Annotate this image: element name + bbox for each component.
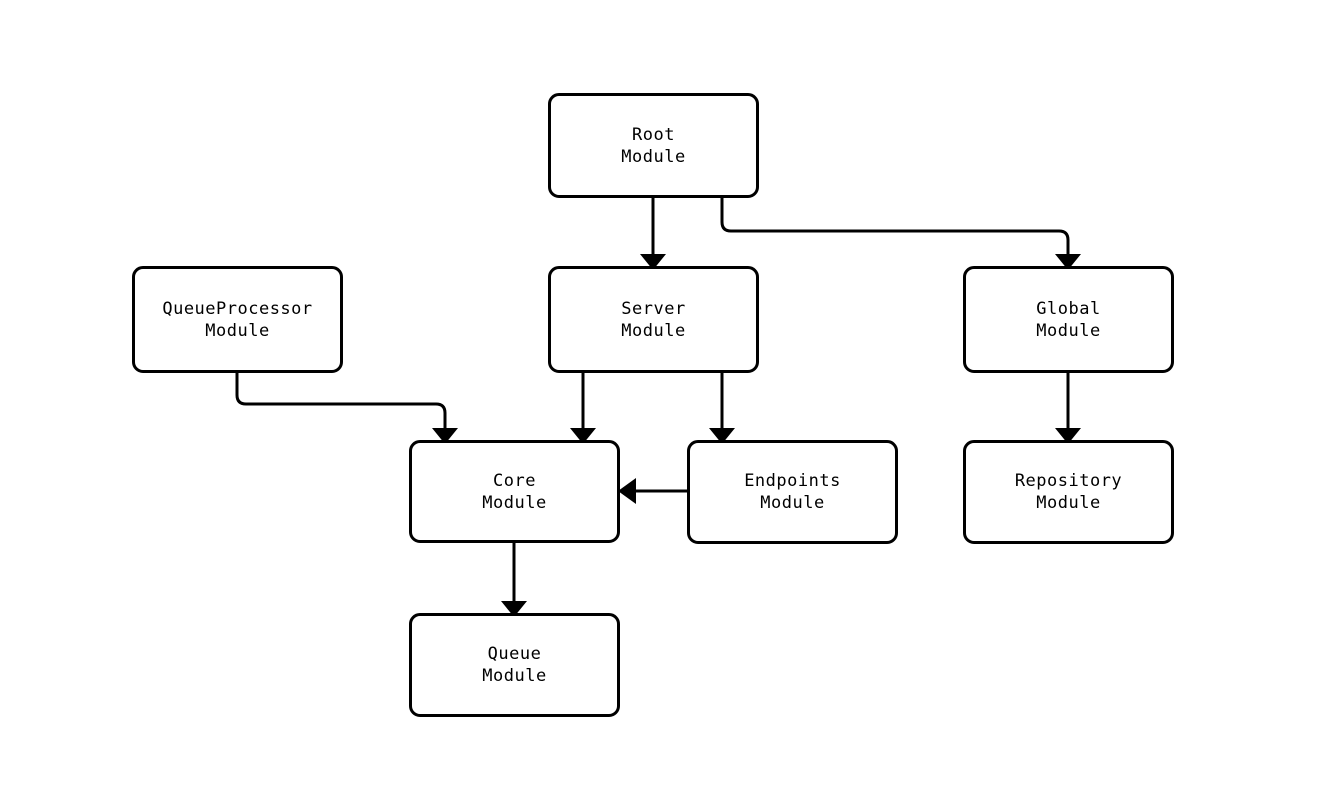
node-global-module[interactable]: Global Module xyxy=(963,266,1174,373)
edge-root-to-server xyxy=(640,198,666,270)
node-root-module-label-line1: Root xyxy=(632,124,675,145)
node-core-module-label-line2: Module xyxy=(482,492,547,513)
node-root-module[interactable]: Root Module xyxy=(548,93,759,198)
node-repository-module-label-line1: Repository xyxy=(1014,471,1123,491)
node-queueprocessor-module[interactable]: QueueProcessor Module xyxy=(132,266,343,373)
arrowhead-left-icon xyxy=(618,478,636,504)
node-core-module-label-line1: Core xyxy=(493,470,536,491)
node-root-module-label-line2: Module xyxy=(621,146,686,167)
edge-server-to-endpoints xyxy=(709,373,735,444)
node-repository-module-label-line2: Module xyxy=(1036,493,1101,513)
node-endpoints-module[interactable]: Endpoints Module xyxy=(687,440,898,544)
arrowhead-down-icon xyxy=(709,428,735,444)
node-server-module-label-line1: Server xyxy=(621,298,686,319)
edge-queueprocessor-to-core xyxy=(235,373,458,444)
arrowhead-down-icon xyxy=(570,428,596,444)
node-endpoints-module-label-line2: Module xyxy=(760,493,825,513)
arrowhead-down-icon xyxy=(432,428,458,444)
node-queueprocessor-module-label-line2: Module xyxy=(205,320,270,341)
node-repository-module[interactable]: Repository Module xyxy=(963,440,1174,544)
arrowhead-down-icon xyxy=(501,601,527,617)
node-queue-module-label-line1: Queue xyxy=(487,644,542,664)
node-endpoints-module-label-line1: Endpoints xyxy=(744,471,841,491)
arrowhead-down-icon xyxy=(1055,254,1081,270)
node-global-module-label-line1: Global xyxy=(1036,298,1101,319)
node-server-module-label-line2: Module xyxy=(621,320,686,341)
node-server-module[interactable]: Server Module xyxy=(548,266,759,373)
node-core-module[interactable]: Core Module xyxy=(409,440,620,543)
arrowhead-down-icon xyxy=(1055,428,1081,444)
node-queueprocessor-module-label-line1: QueueProcessor xyxy=(162,298,313,319)
edge-endpoints-to-core xyxy=(618,478,687,504)
edge-root-to-global xyxy=(720,198,1081,270)
node-global-module-label-line2: Module xyxy=(1036,320,1101,341)
node-queue-module[interactable]: Queue Module xyxy=(409,613,620,717)
edge-core-to-queue xyxy=(501,543,527,617)
edge-server-to-core xyxy=(570,373,596,444)
edge-global-to-repository xyxy=(1055,373,1081,444)
arrowhead-down-icon xyxy=(640,254,666,270)
node-queue-module-label-line2: Module xyxy=(482,666,547,686)
